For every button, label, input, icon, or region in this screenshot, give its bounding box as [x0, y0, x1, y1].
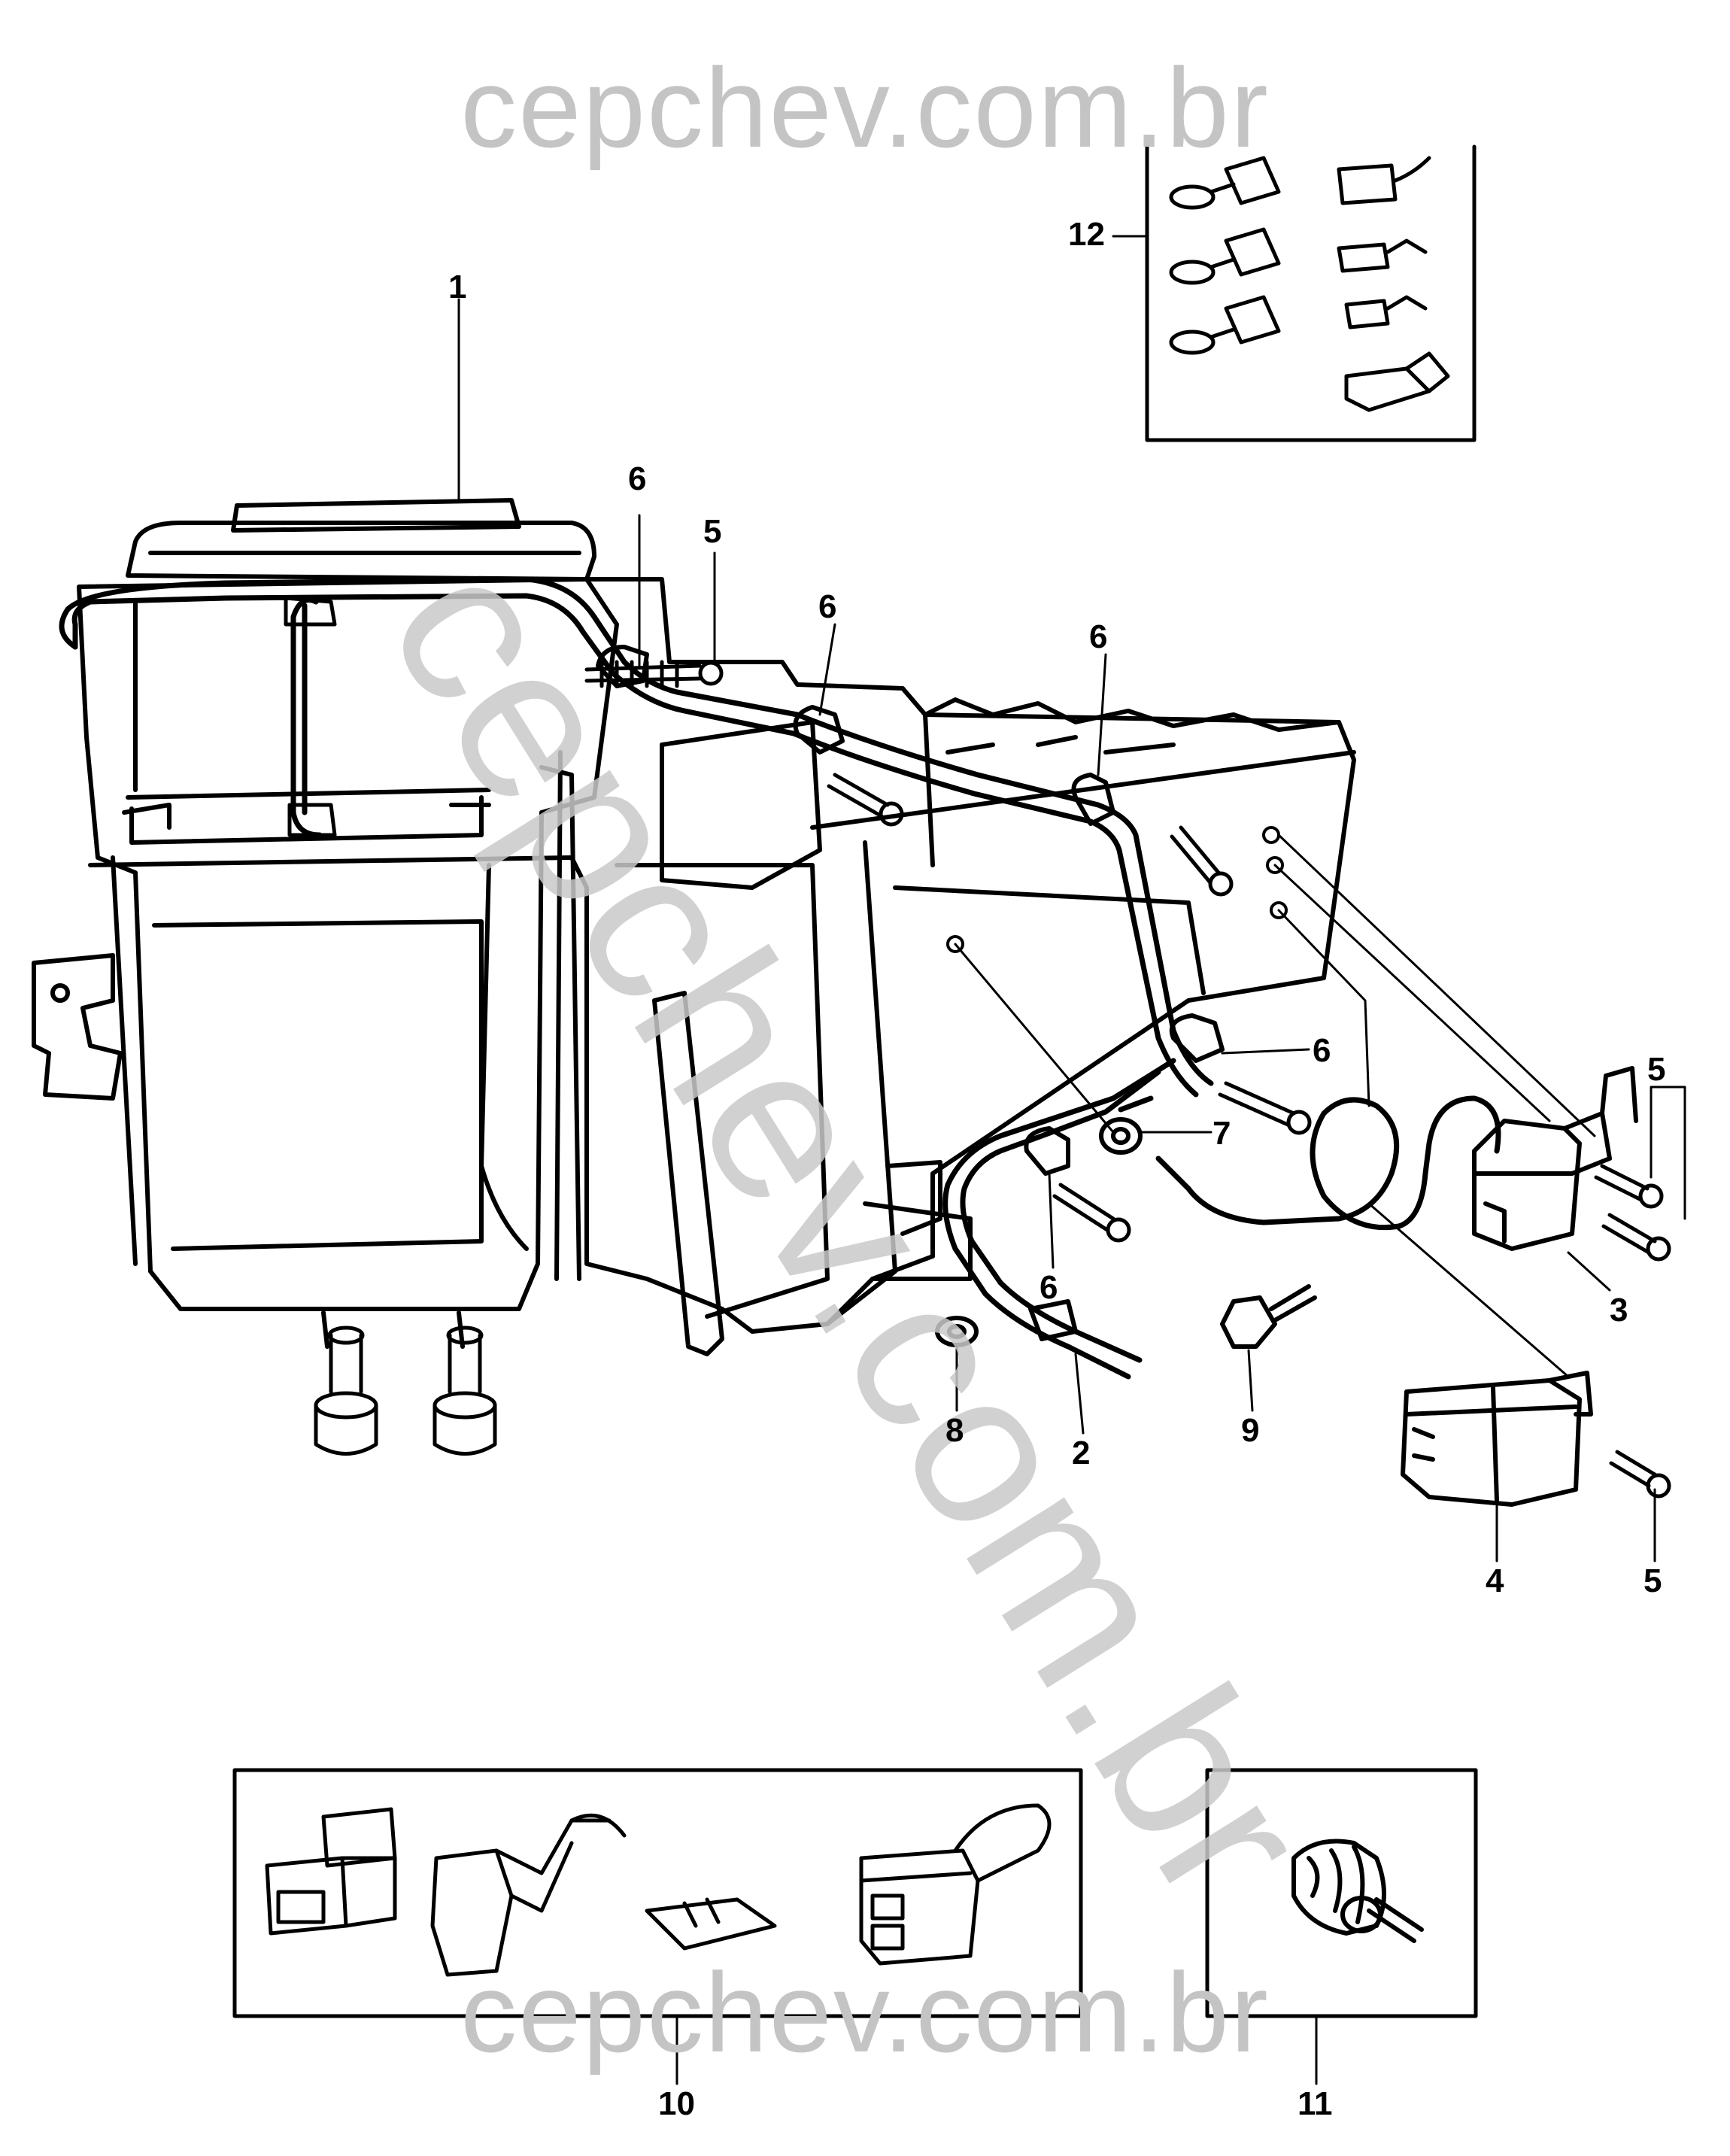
wiring-harness [59, 576, 1501, 1380]
callout-12: 12 [1068, 216, 1105, 253]
relay-4 [1401, 1371, 1593, 1507]
small-hardware [935, 1117, 1317, 1349]
callout-8: 8 [945, 1412, 964, 1449]
callout-9: 9 [1241, 1412, 1260, 1449]
terminal-kit-box [1145, 144, 1477, 442]
rubber-mounts [314, 1325, 497, 1456]
box-leaders [675, 2015, 1318, 2085]
callout-4: 4 [1486, 1562, 1504, 1599]
callout-6-d: 6 [1313, 1032, 1331, 1069]
grommet-kit-box [1205, 1768, 1478, 2018]
connector-kit-box [232, 1768, 1083, 2018]
callout-6-a: 6 [628, 460, 647, 497]
watermark-bottom: cepchev.com.br [460, 1949, 1270, 2076]
callout-5-a: 5 [703, 513, 722, 550]
callout-6-c: 6 [1089, 618, 1108, 655]
callout-11: 11 [1298, 2085, 1333, 2122]
callout-5-b: 5 [1647, 1051, 1666, 1088]
harness-clips [596, 645, 1225, 1341]
watermark-top: cepchev.com.br [460, 44, 1270, 171]
relay-3 [1472, 1066, 1638, 1251]
callout-5-c: 5 [1644, 1562, 1662, 1599]
screws [584, 660, 1671, 1499]
callout-7: 7 [1213, 1115, 1231, 1152]
callout-1: 1 [448, 269, 467, 305]
callout-3: 3 [1610, 1292, 1628, 1329]
callout-10: 10 [658, 2085, 695, 2122]
leader-lines [457, 235, 1686, 1562]
callout-6-b: 6 [818, 588, 837, 625]
callout-2: 2 [1072, 1435, 1091, 1471]
callout-6-e: 6 [1040, 1269, 1058, 1306]
